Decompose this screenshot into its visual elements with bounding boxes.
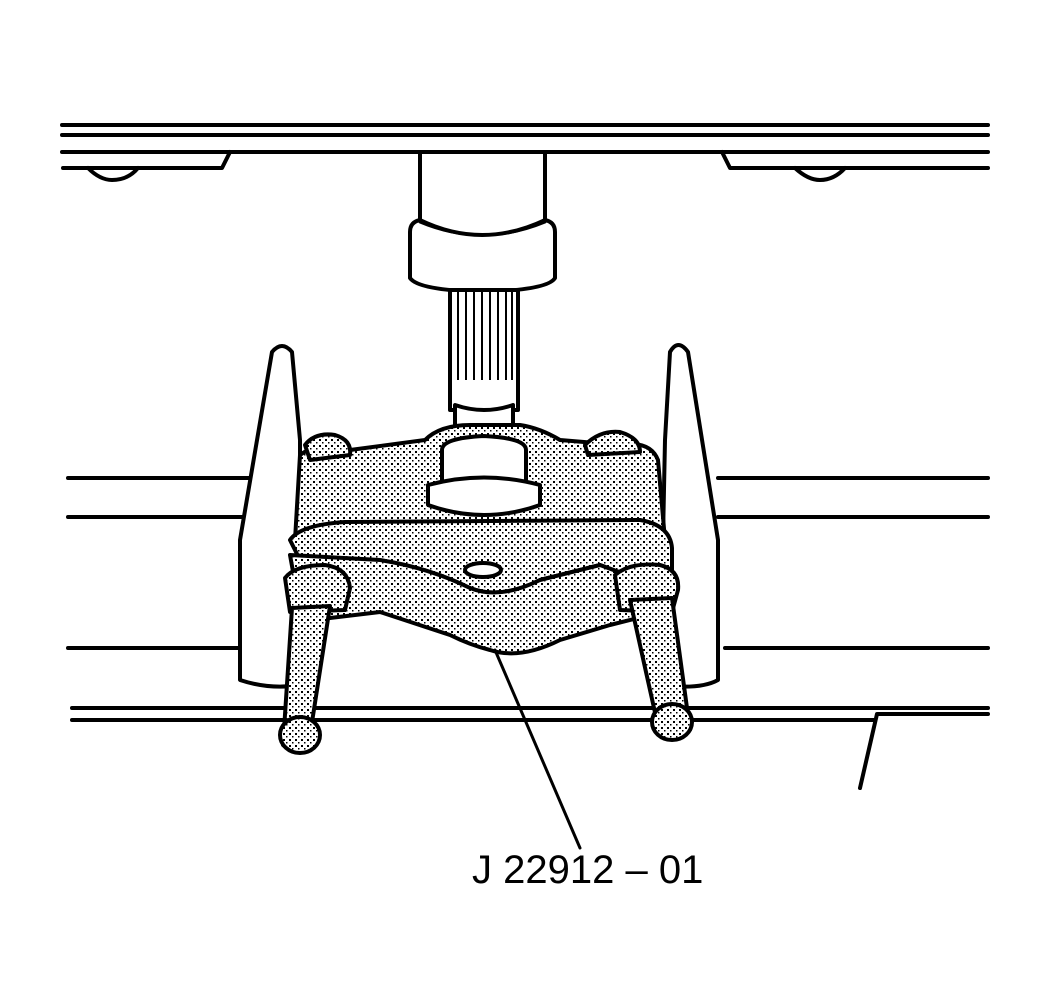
shaft-housing (408, 150, 557, 294)
puller-tool-body (278, 423, 694, 755)
callout-leader-line (493, 648, 582, 850)
tool-callout-label: J 22912 – 01 (472, 848, 704, 892)
side-bracket-left (238, 344, 302, 689)
top-frame-rails (60, 123, 990, 182)
lower-frame-rails (66, 476, 990, 790)
splined-shaft (448, 288, 520, 448)
